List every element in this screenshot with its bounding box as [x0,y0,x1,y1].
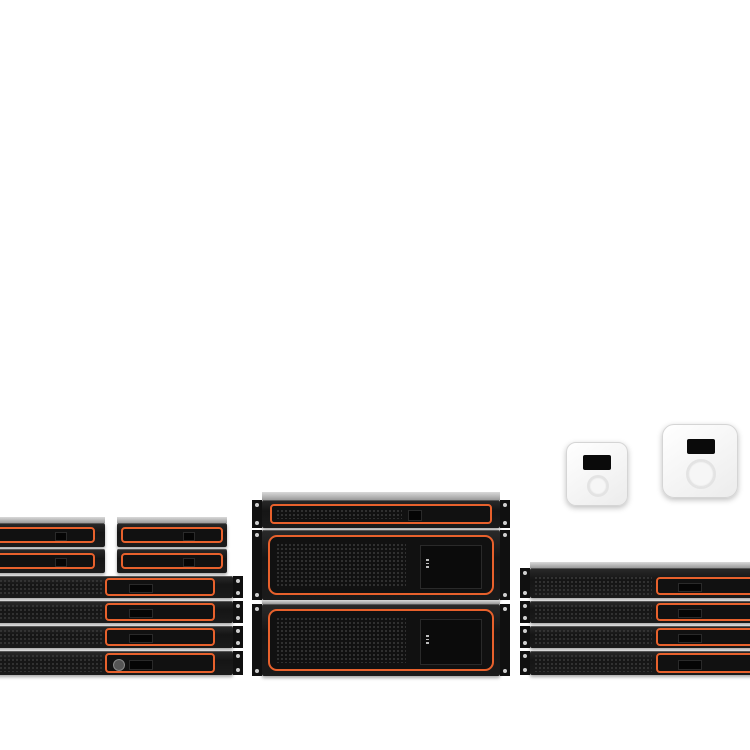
rack-amplifier-1u-top [252,492,510,528]
rack-amplifier-1u [520,651,750,675]
small-amplifier-unit [117,549,227,573]
volume-knob-icon [113,659,125,671]
small-amplifier-unit [117,517,227,547]
wall-control-panel-small [566,442,628,506]
rack-amplifier-1u [0,626,243,648]
rack-amplifier-1u [0,651,243,675]
rack-amplifier-1u [0,601,243,623]
rack-amplifier-3u [252,600,510,676]
rack-amplifier-1u [0,576,243,598]
rack-amplifier-1u [520,601,750,623]
rack-amplifier-1u [520,626,750,648]
small-amplifier-unit [0,549,105,573]
wall-control-panel-large [662,424,738,498]
rack-amplifier-3u [252,530,510,600]
rack-amplifier-1u [520,562,750,598]
small-amplifier-unit [0,517,105,547]
